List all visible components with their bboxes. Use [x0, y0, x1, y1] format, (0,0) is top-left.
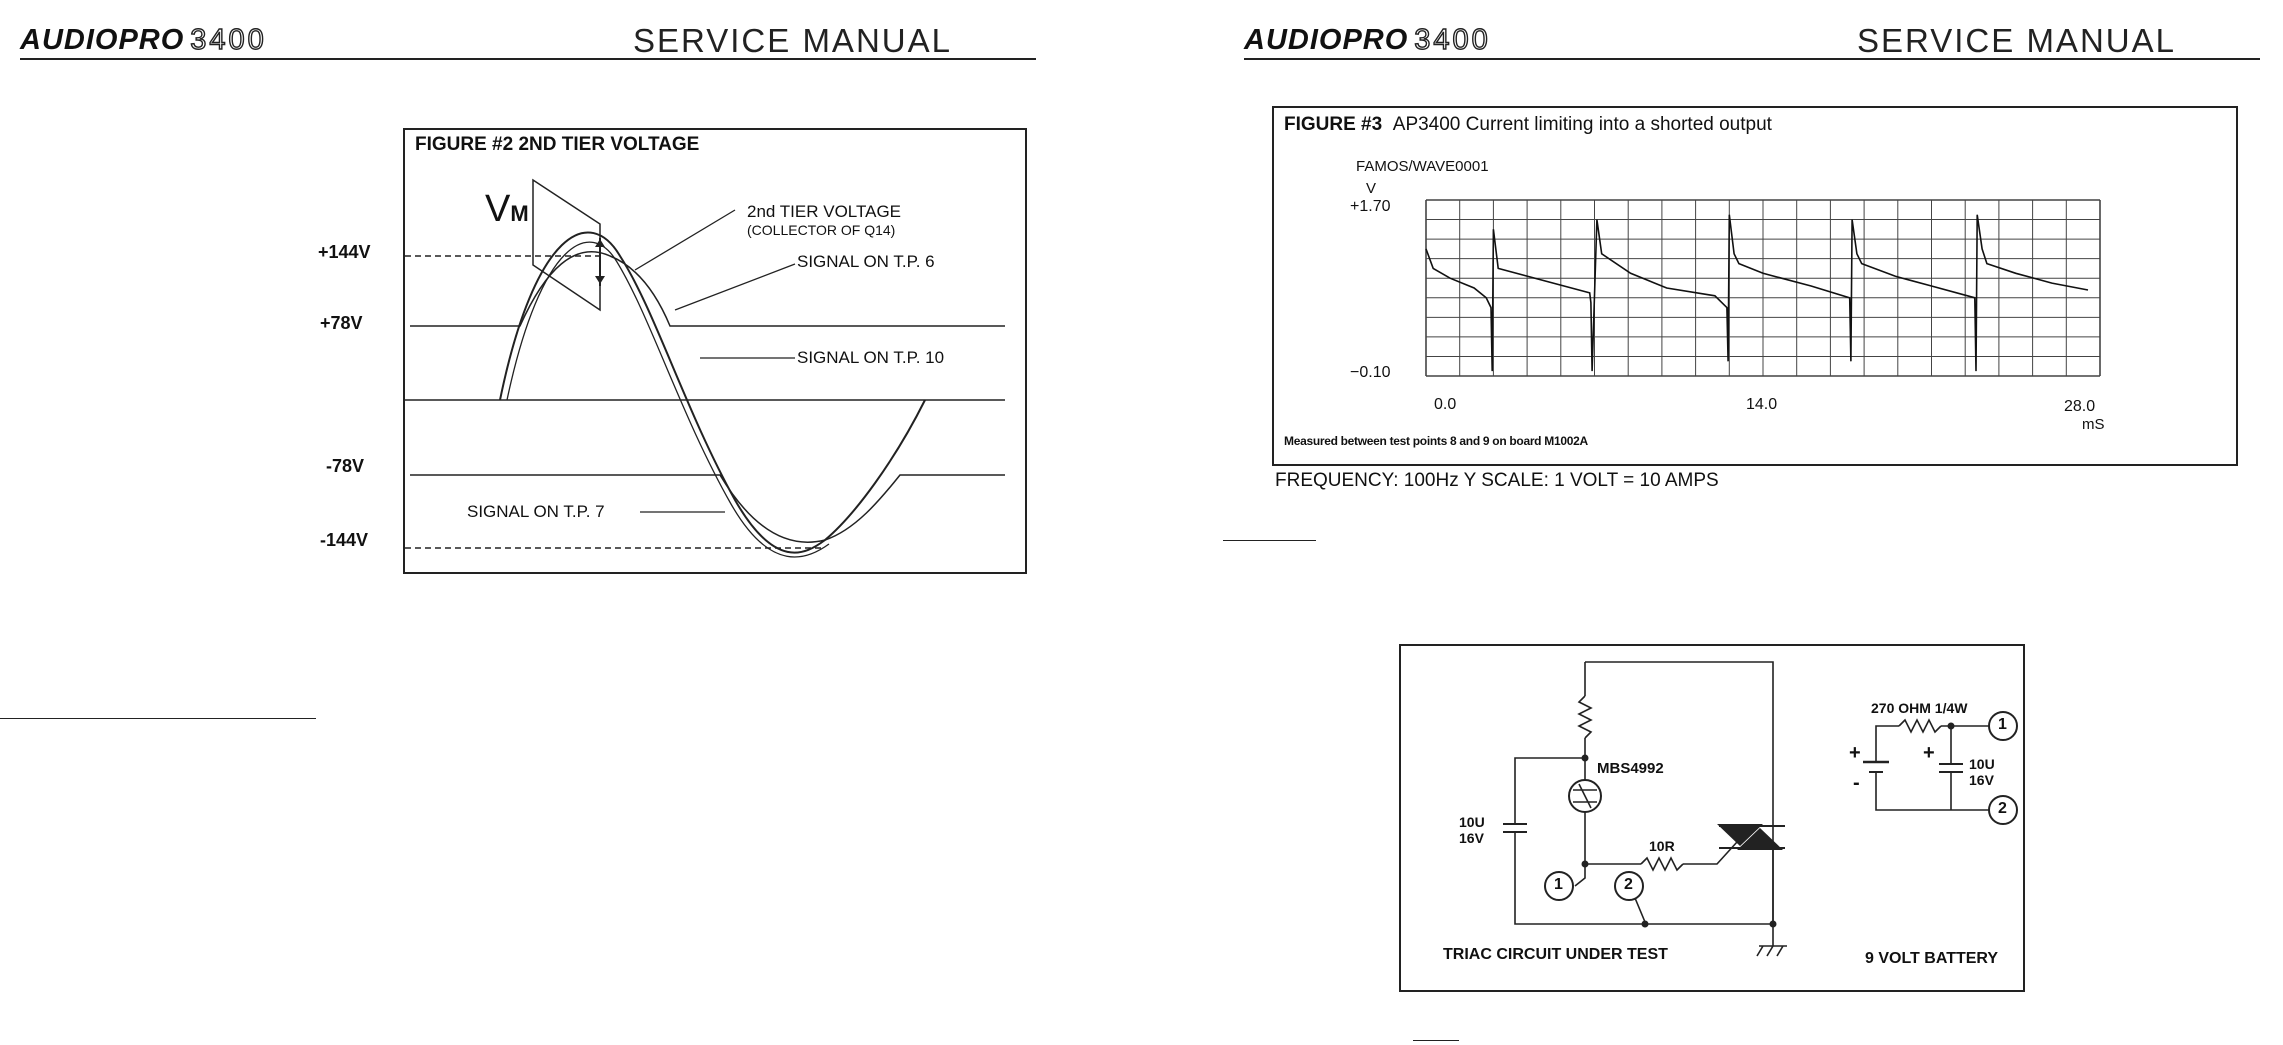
voltage-label-plus78: +78V	[320, 313, 363, 333]
label-cap-voltage: 16V	[1459, 830, 1484, 846]
chart-grid	[1425, 199, 2101, 377]
cap-plus: +	[1923, 742, 1935, 764]
oscilloscope-chart	[1425, 199, 2101, 377]
battery-caption: 9 VOLT BATTERY	[1865, 950, 1999, 967]
divider-rule	[1223, 540, 1316, 541]
chart-x-unit: mS	[2082, 416, 2105, 433]
chart-x-tick-14: 14.0	[1746, 396, 1778, 413]
figure-3-caption: FREQUENCY: 100Hz Y SCALE: 1 VOLT = 10 AM…	[1275, 470, 1719, 491]
header-title: SERVICE MANUAL	[633, 22, 952, 59]
triac-circuit-diagram	[1503, 661, 2018, 957]
label-collector: (COLLECTOR OF Q14)	[747, 222, 896, 238]
chart-note-board: M1002A	[1544, 434, 1588, 448]
label-battery-resistor: 270 OHM 1/4W	[1871, 700, 1968, 716]
chart-source: FAMOS/WAVE0001	[1356, 158, 1489, 175]
label-resistor-10r: 10R	[1649, 838, 1675, 854]
battery-plus: +	[1849, 742, 1861, 764]
chart-unit-v: V	[1366, 180, 1377, 197]
battery-minus: -	[1853, 772, 1860, 794]
brand-name: AUDIOPRO	[1244, 24, 1409, 56]
voltage-label-minus78: -78V	[326, 456, 365, 476]
terminal-2-right: 2	[1998, 800, 2007, 817]
footer-mark	[1413, 1040, 1459, 1041]
label-signal-tp10: SIGNAL ON T.P. 10	[797, 348, 945, 367]
figure-3-title: FIGURE #3 AP3400 Current limiting into a…	[1284, 114, 1772, 136]
chart-note-text: Measured between test points 8 and 9 on …	[1284, 434, 1542, 448]
chart-note: Measured between test points 8 and 9 on …	[1284, 434, 1588, 448]
terminal-1-left: 1	[1554, 876, 1563, 893]
label-battery-cap-voltage: 16V	[1969, 772, 1994, 788]
header-rule	[20, 58, 1036, 60]
label-cap-value: 10U	[1459, 814, 1485, 830]
chart-y-bottom: −0.10	[1350, 364, 1391, 381]
chart-x-tick-28: 28.0	[2064, 398, 2096, 415]
series-line-0	[1425, 214, 2089, 372]
figure-2-box: FIGURE #2 2ND TIER VOLTAGE	[403, 128, 1027, 574]
vm-letter: V	[485, 188, 511, 230]
triac-caption: TRIAC CIRCUIT UNDER TEST	[1443, 946, 1668, 963]
triac-test-box: MBS4992 10U 16V 10R 1 2 TRIAC CIRCUIT UN…	[1399, 644, 2025, 992]
vm-subscript: M	[510, 201, 529, 226]
brand-model: 3400	[1414, 23, 1491, 56]
label-signal-tp6: SIGNAL ON T.P. 6	[797, 252, 935, 271]
header-rule	[1244, 58, 2260, 60]
label-battery-cap-value: 10U	[1969, 756, 1995, 772]
figure-2-title: FIGURE #2 2ND TIER VOLTAGE	[415, 134, 700, 155]
label-signal-tp7: SIGNAL ON T.P. 7	[467, 502, 605, 521]
figure-3-number: FIGURE #3	[1284, 114, 1383, 135]
terminal-1-right: 1	[1998, 716, 2007, 733]
voltage-label-plus144: +144V	[318, 242, 371, 262]
brand-name: AUDIOPRO	[20, 24, 185, 56]
chart-y-top: +1.70	[1350, 198, 1391, 215]
header-title: SERVICE MANUAL	[1857, 22, 2176, 59]
label-mbs4992: MBS4992	[1597, 760, 1664, 777]
vm-label: VM	[485, 188, 529, 231]
terminal-2-left: 2	[1624, 876, 1633, 893]
divider-rule	[0, 718, 316, 719]
figure-2-waveform	[405, 178, 1005, 558]
figure-3-box: FIGURE #3 AP3400 Current limiting into a…	[1272, 106, 2238, 466]
brand-model: 3400	[190, 23, 267, 56]
voltage-label-minus144: -144V	[320, 530, 369, 550]
chart-x-tick-0: 0.0	[1434, 396, 1457, 413]
figure-3-title-text: AP3400 Current limiting into a shorted o…	[1392, 114, 1772, 135]
label-2nd-tier: 2nd TIER VOLTAGE	[747, 202, 902, 221]
